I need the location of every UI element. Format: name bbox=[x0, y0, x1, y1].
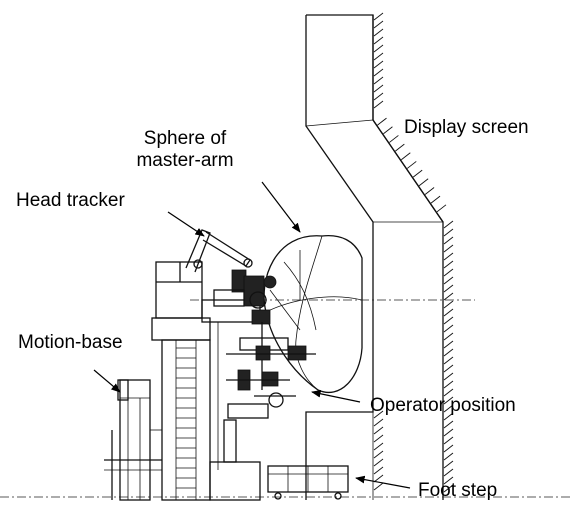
head-tracker-arrow bbox=[167, 211, 205, 237]
hatch-mark bbox=[373, 68, 384, 77]
hatch-mark bbox=[443, 380, 454, 389]
hatch-mark bbox=[443, 300, 454, 309]
display-screen-label: Display screen bbox=[404, 117, 529, 138]
hatch-mark bbox=[443, 236, 454, 245]
operator-position-label: Operator position bbox=[370, 395, 516, 416]
hatch-mark bbox=[373, 100, 384, 109]
hatch-mark bbox=[373, 52, 384, 61]
hatch-mark bbox=[443, 252, 454, 261]
hatch-mark bbox=[443, 396, 454, 405]
hatch-mark bbox=[373, 36, 384, 45]
sphere-label-line2: master-arm bbox=[136, 150, 234, 171]
hatch-mark bbox=[389, 135, 399, 143]
hatch-mark bbox=[373, 92, 384, 101]
hatch-mark bbox=[373, 84, 384, 93]
motion-base-arrow bbox=[93, 369, 121, 393]
operator-position-arrow bbox=[311, 390, 361, 403]
hatch-mark bbox=[395, 143, 405, 152]
foot-step-label: Foot step bbox=[418, 480, 498, 501]
hatch-mark bbox=[443, 372, 454, 381]
hatch-mark bbox=[443, 484, 454, 493]
hatch-mark bbox=[373, 60, 384, 69]
head-tracker-device bbox=[185, 229, 253, 273]
hatch-mark bbox=[443, 436, 454, 445]
hatch-mark bbox=[443, 260, 454, 269]
hatch-mark bbox=[430, 195, 441, 204]
hatch-mark bbox=[443, 420, 454, 429]
hatch-mark bbox=[373, 28, 384, 37]
hatch-mark bbox=[436, 204, 447, 213]
sphere-label-line1: Sphere of bbox=[143, 128, 227, 149]
hatch-mark bbox=[373, 482, 384, 491]
hatch-mark bbox=[443, 340, 454, 349]
hatch-mark bbox=[373, 442, 384, 451]
display-screen-structure bbox=[305, 12, 454, 500]
hatch-mark bbox=[443, 220, 454, 229]
hatch-mark bbox=[443, 268, 454, 277]
hatch-mark bbox=[383, 126, 393, 135]
sphere-arrow bbox=[261, 181, 301, 233]
hatch-mark bbox=[406, 161, 417, 169]
hatch-mark bbox=[373, 418, 384, 427]
hatch-mark bbox=[373, 434, 384, 443]
foot-step-structure bbox=[267, 465, 349, 500]
hatch-mark bbox=[373, 44, 384, 53]
foot-step-arrow bbox=[355, 475, 411, 489]
hatch-mark bbox=[373, 410, 384, 419]
operator-tower bbox=[151, 261, 261, 501]
hatch-mark bbox=[443, 388, 454, 397]
hatch-mark bbox=[443, 460, 454, 469]
motion-base-structure bbox=[104, 379, 162, 501]
hatch-mark bbox=[424, 187, 435, 195]
hatch-mark bbox=[401, 152, 411, 161]
motion-base-label: Motion-base bbox=[18, 332, 123, 353]
hatch-mark bbox=[443, 244, 454, 253]
hatch-mark bbox=[418, 178, 429, 187]
wall-hatching bbox=[373, 12, 454, 493]
sphere-label: Sphere of master-arm bbox=[130, 128, 240, 172]
hatch-mark bbox=[373, 458, 384, 467]
hatch-mark bbox=[443, 276, 454, 285]
hatch-mark bbox=[443, 356, 454, 365]
hatch-mark bbox=[443, 316, 454, 325]
master-arm-mechanism bbox=[213, 269, 316, 419]
hatch-mark bbox=[443, 284, 454, 293]
hatch-mark bbox=[373, 450, 384, 459]
hatch-mark bbox=[443, 292, 454, 301]
hatch-mark bbox=[443, 404, 454, 413]
hatch-mark bbox=[443, 444, 454, 453]
leader-arrows bbox=[93, 181, 411, 489]
hatch-mark bbox=[443, 308, 454, 317]
master-arm-sphere bbox=[263, 234, 363, 394]
head-tracker-label: Head tracker bbox=[16, 190, 125, 211]
hatch-mark bbox=[373, 466, 384, 475]
hatch-mark bbox=[373, 20, 384, 29]
hatch-mark bbox=[443, 412, 454, 421]
hatch-mark bbox=[443, 476, 454, 485]
hatch-mark bbox=[443, 348, 454, 357]
hatch-mark bbox=[443, 452, 454, 461]
hatch-mark bbox=[373, 76, 384, 85]
hatch-mark bbox=[443, 468, 454, 477]
hatch-mark bbox=[373, 12, 384, 21]
hatch-mark bbox=[377, 117, 387, 126]
tower-rungs bbox=[176, 347, 196, 489]
hatch-mark bbox=[443, 324, 454, 333]
hatch-mark bbox=[443, 332, 454, 341]
hatch-mark bbox=[443, 364, 454, 373]
hatch-mark bbox=[443, 428, 454, 437]
hatch-mark bbox=[373, 426, 384, 435]
hatch-mark bbox=[412, 169, 423, 178]
hatch-mark bbox=[373, 474, 384, 483]
hatch-mark bbox=[443, 228, 454, 237]
